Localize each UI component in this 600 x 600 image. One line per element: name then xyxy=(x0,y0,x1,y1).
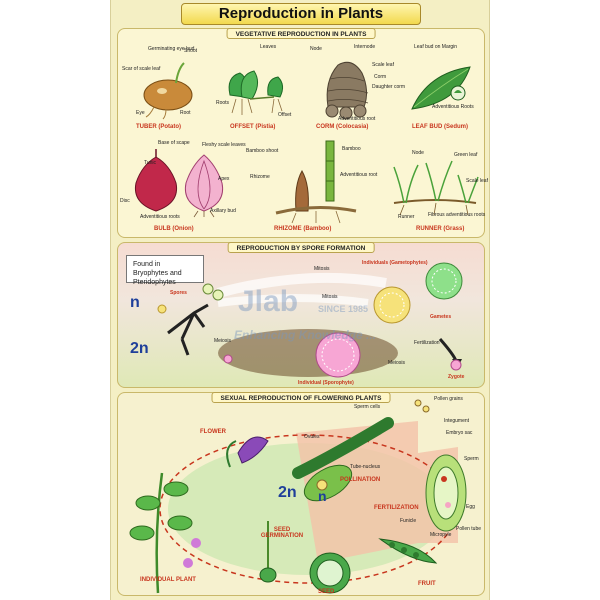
label-micropyle: Micropyle xyxy=(430,532,452,538)
spore-cycle-diagram xyxy=(157,262,463,378)
bulb-label-apex: Apex xyxy=(218,176,230,182)
spore-label-mitosis-2: Mitosis xyxy=(322,294,338,300)
corm-label-corm: Corm xyxy=(374,74,387,80)
spore-label-meiosis-2: Meiosis xyxy=(388,360,405,366)
tuber-label-shoot: Shoot xyxy=(184,48,198,54)
tuber-label-bud: Germinating eye bud xyxy=(148,46,195,52)
bulb-label-disc: Disc xyxy=(120,198,130,204)
watermark-tagline: Enhancing Knowledge ... xyxy=(234,328,377,342)
corm-label-root: Adventitious root xyxy=(338,116,376,122)
rhizome-label-shoot: Bamboo shoot xyxy=(246,148,279,154)
spore-label-gametes: Gametes xyxy=(430,314,452,320)
tuber-caption: TUBER (Potato) xyxy=(136,124,181,130)
vegetative-panel: VEGETATIVE REPRODUCTION IN PLANTS Germin… xyxy=(117,28,488,238)
stage-pollination: POLLINATION xyxy=(340,477,381,483)
runner-label-scale-leaf: Scale leaf xyxy=(466,178,488,184)
offset-label-roots: Roots xyxy=(216,100,230,106)
corm-label-daughter: Daughter corm xyxy=(372,84,406,90)
tuber-label-eye: Eye xyxy=(136,110,145,116)
label-tube-nucleus: Tube-nucleus xyxy=(350,464,381,470)
spore-label-sporophyte: Individual (Sporophyte) xyxy=(298,380,354,386)
reproduction-chart: Reproduction in Plants VEGETATIVE REPROD… xyxy=(110,0,490,600)
stage-seed: SEED xyxy=(318,589,335,595)
stage-flower: FLOWER xyxy=(200,429,226,435)
rhizome-illustration xyxy=(275,140,357,224)
corm-caption: CORM (Colocasia) xyxy=(316,124,369,130)
corm-label-internode: Internode xyxy=(354,44,376,50)
label-pollen-tube: Pollen tube xyxy=(456,526,482,532)
runner-caption: RUNNER (Grass) xyxy=(416,226,465,232)
found-in-box: Found in Bryophytes and Pteridophytes xyxy=(126,255,204,286)
sexual-cycle-diagram xyxy=(129,399,467,594)
leafbud-label-roots: Adventitious Roots xyxy=(432,104,474,110)
sexual-2n-label: 2n xyxy=(278,484,297,501)
tuber-illustration xyxy=(143,62,193,120)
runner-label-roots: Fibrous adventitious roots xyxy=(428,212,486,218)
chart-title: Reproduction in Plants xyxy=(181,3,421,25)
runner-label-green-leaf: Green leaf xyxy=(454,152,478,158)
label-pollen-grains: Pollen grains xyxy=(434,396,463,402)
bulb-label-axillary: Axillary bud xyxy=(210,208,236,214)
stage-fruit: FRUIT xyxy=(418,581,436,587)
spore-label-fertilization: Fertilization xyxy=(414,340,440,346)
offset-caption: OFFSET (Pistia) xyxy=(230,124,276,130)
bulb-label-roots: Adventitious roots xyxy=(140,214,180,220)
sexual-n-label: n xyxy=(318,488,327,504)
sexual-panel: SEXUAL REPRODUCTION OF FLOWERING PLANTS xyxy=(117,392,485,596)
spore-2n-label: 2n xyxy=(130,340,149,357)
offset-illustration xyxy=(228,70,284,115)
bulb-label-tunic: Tunic xyxy=(144,160,157,166)
bulb-caption: BULB (Onion) xyxy=(154,226,194,232)
offset-label-leaves: Leaves xyxy=(260,44,277,50)
spore-heading: REPRODUCTION BY SPORE FORMATION xyxy=(227,242,375,253)
runner-label-node: Node xyxy=(412,150,424,156)
runner-label-runner: Runner xyxy=(398,214,415,220)
bulb-label-fleshy: Fleshy scale leaves xyxy=(202,142,246,148)
leafbud-caption: LEAF BUD (Sedum) xyxy=(412,124,468,130)
spore-label-mitosis-1: Mitosis xyxy=(314,266,330,272)
leafbud-illustration xyxy=(411,66,471,110)
rhizome-label-rhizome: Rhizome xyxy=(250,174,270,180)
watermark-brand: Jlab xyxy=(238,285,299,318)
bulb-label-base: Base of scape xyxy=(158,140,190,146)
spore-label-meiosis-1: Meiosis xyxy=(214,338,231,344)
label-ovules: Ovules xyxy=(304,434,320,440)
spore-panel: REPRODUCTION BY SPORE FORMATION Found in… xyxy=(117,242,485,388)
spore-label-individuals: Individuals (Gametophytes) xyxy=(362,260,428,266)
rhizome-caption: RHIZOME (Bamboo) xyxy=(274,226,332,232)
rhizome-label-root: Adventitious root xyxy=(340,172,378,178)
label-embryo-sac: Embryo sac xyxy=(446,430,473,436)
corm-label-scale-leaf: Scale leaf xyxy=(372,62,394,68)
runner-illustration xyxy=(393,160,479,216)
stage-individual-plant: INDIVIDUAL PLANT xyxy=(140,577,196,583)
leafbud-label-margin: Leaf bud on Margin xyxy=(414,44,458,50)
tuber-label-root: Root xyxy=(180,110,191,116)
label-funicle: Funicle xyxy=(400,518,417,524)
label-egg: Egg xyxy=(466,504,475,510)
spore-label-zygote: Zygote xyxy=(448,374,465,380)
label-integument: Integument xyxy=(444,418,470,424)
corm-illustration xyxy=(325,61,369,120)
label-sperm-cells: Sperm cells xyxy=(354,404,381,410)
stage-seed-germination: SEED GERMINATION xyxy=(260,527,304,539)
tuber-label-scar: Scar of scale leaf xyxy=(122,66,161,72)
sexual-heading: SEXUAL REPRODUCTION OF FLOWERING PLANTS xyxy=(211,392,391,403)
spore-label-spores: Spores xyxy=(170,290,187,296)
offset-label-offset: Offset xyxy=(278,112,292,118)
label-sperm: Sperm xyxy=(464,456,479,462)
watermark-since: SINCE 1985 xyxy=(318,304,369,314)
rhizome-label-bamboo: Bamboo xyxy=(342,146,361,152)
stage-fertilization: FERTILIZATION xyxy=(374,505,419,511)
vegetative-heading: VEGETATIVE REPRODUCTION IN PLANTS xyxy=(226,28,376,39)
spore-n-label: n xyxy=(130,294,140,311)
corm-label-node: Node xyxy=(310,46,322,52)
bulb-illustration xyxy=(134,149,224,218)
